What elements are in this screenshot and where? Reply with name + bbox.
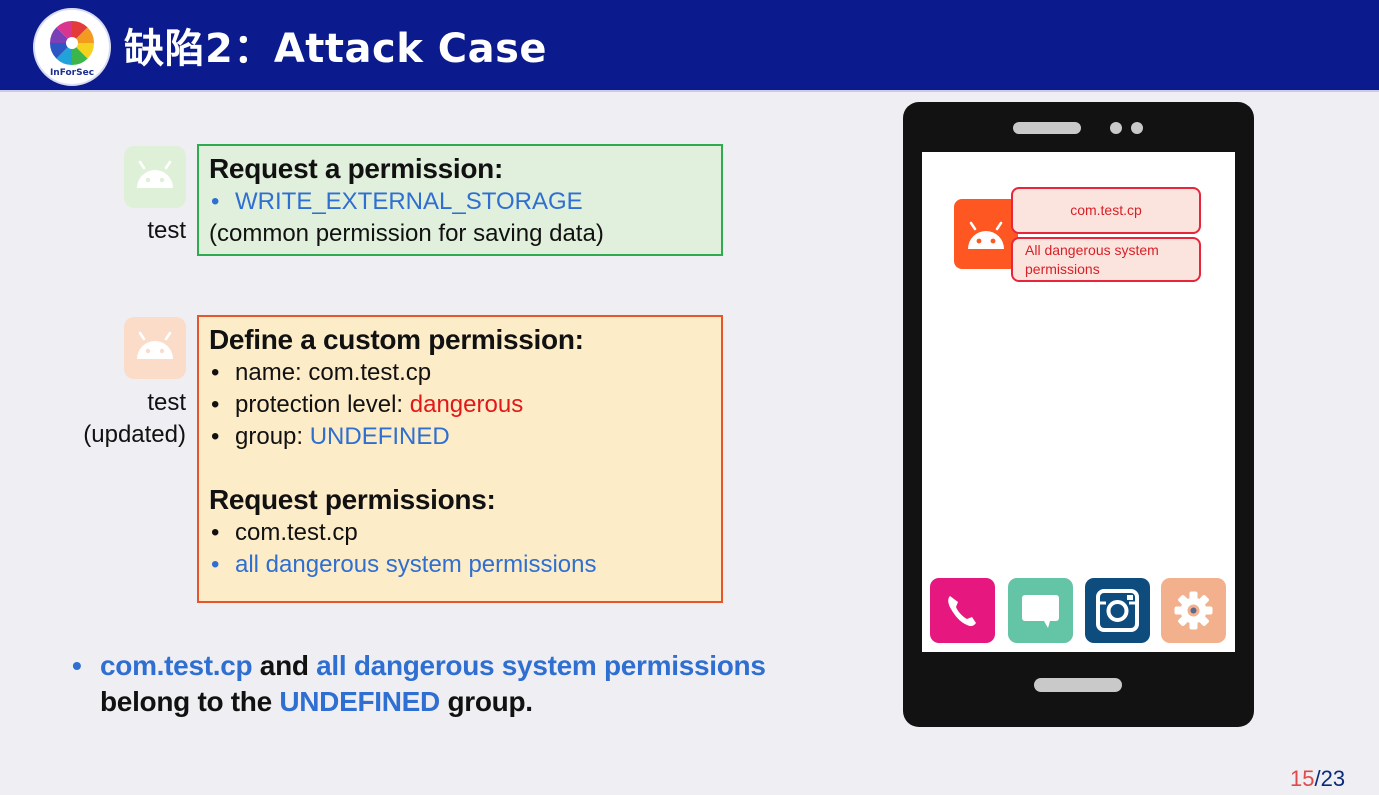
app-label-line1: test	[147, 389, 186, 416]
phone-home-button[interactable]	[1034, 678, 1122, 692]
name-label: name:	[235, 359, 309, 386]
summary-belong: belong to the	[100, 686, 280, 717]
page-total: 23	[1320, 766, 1346, 791]
request-permissions-heading: Request permissions:	[209, 484, 496, 515]
request-item-dangerous: all dangerous system permissions	[209, 549, 711, 581]
app-label-test: test	[147, 217, 186, 244]
messages-app-button[interactable]	[1008, 578, 1073, 643]
page-current: 15	[1290, 766, 1315, 791]
requested-permission-note: (common permission for saving data)	[209, 220, 604, 247]
camera-app-button[interactable]	[1085, 578, 1150, 643]
android-app-icon-test-updated	[124, 317, 186, 379]
settings-icon	[1174, 591, 1213, 630]
summary-dangerous: all dangerous system permissions	[316, 650, 766, 681]
summary-group: group.	[439, 686, 533, 717]
logo-text: InForSec	[49, 68, 95, 78]
group-label: group:	[235, 423, 310, 450]
custom-permission-box: Define a custom permission: name: com.te…	[197, 315, 723, 603]
request-permission-box: Request a permission: WRITE_EXTERNAL_STO…	[197, 144, 723, 256]
name-value: com.test.cp	[308, 359, 432, 386]
phone-camera-dot	[1131, 122, 1143, 134]
request-permission-heading: Request a permission:	[209, 153, 504, 184]
protection-value: dangerous	[409, 391, 524, 418]
group-value: UNDEFINED	[309, 423, 450, 450]
inforsec-logo: InForSec	[33, 8, 111, 86]
custom-permission-heading: Define a custom permission:	[209, 324, 584, 355]
header-divider	[0, 90, 1379, 92]
phone-mockup: com.test.cp All dangerous system permiss…	[903, 102, 1254, 727]
summary-undefined: UNDEFINED	[279, 686, 440, 717]
app-label-test-updated: test (updated)	[40, 387, 186, 451]
page-separator: /	[1314, 766, 1321, 791]
phone-app-button[interactable]	[930, 578, 995, 643]
settings-app-button[interactable]	[1161, 578, 1226, 643]
android-app-icon-test	[124, 146, 186, 208]
camera-icon	[1096, 589, 1139, 632]
slide-header: InForSec 缺陷2：Attack Case	[0, 0, 1379, 90]
phone-icon	[948, 596, 976, 627]
slide-title: 缺陷2：Attack Case	[124, 26, 548, 72]
page-number: 15/23	[1290, 765, 1345, 793]
popup-custom-permission: com.test.cp	[1011, 187, 1201, 234]
android-app-icon[interactable]	[954, 199, 1018, 269]
custom-permission-group: group: UNDEFINED	[209, 421, 711, 453]
requested-permission-item: WRITE_EXTERNAL_STORAGE	[209, 186, 711, 218]
protection-label: protection level:	[235, 391, 410, 418]
summary-and: and	[252, 650, 317, 681]
phone-speaker	[1013, 122, 1081, 134]
phone-screen: com.test.cp All dangerous system permiss…	[922, 152, 1235, 652]
app-label-line2: (updated)	[83, 421, 186, 448]
request-item-custom: com.test.cp	[209, 517, 711, 549]
message-icon	[1022, 595, 1059, 628]
summary-bullet: • com.test.cp and all dangerous system p…	[72, 650, 766, 717]
summary-cp: com.test.cp	[100, 650, 253, 681]
custom-permission-name: name: com.test.cp	[209, 357, 711, 389]
popup-dangerous-permissions: All dangerous system permissions	[1011, 237, 1201, 282]
phone-camera-dot	[1110, 122, 1122, 134]
custom-permission-protection: protection level: dangerous	[209, 389, 711, 421]
